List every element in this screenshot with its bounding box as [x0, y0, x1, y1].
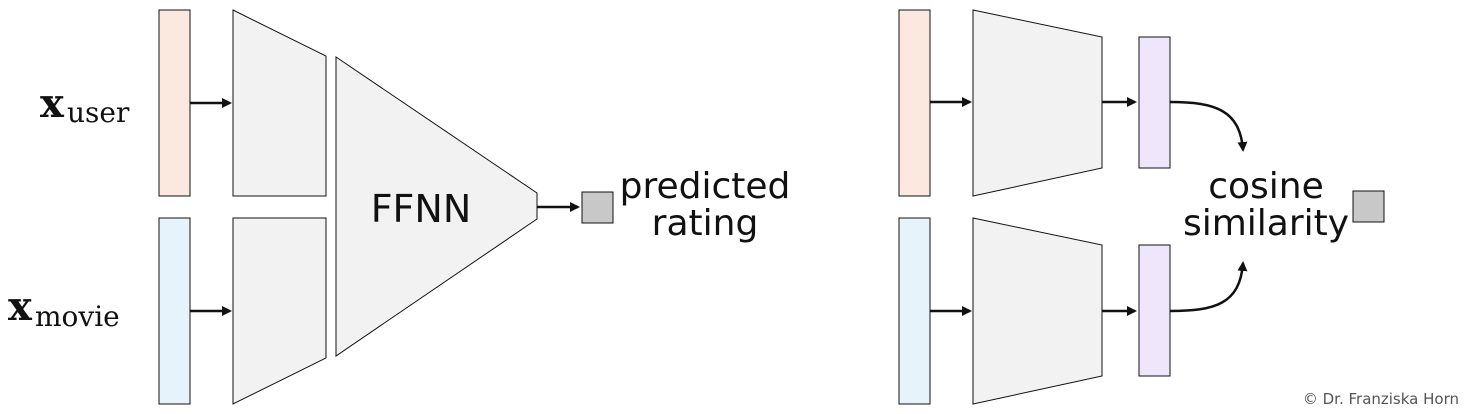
cosine-similarity-box	[1352, 190, 1385, 223]
user-similarity-arrow	[1169, 100, 1248, 152]
predicted-rating-box	[581, 191, 614, 224]
user-embedding-vector	[1138, 36, 1171, 169]
user-first-layer	[232, 9, 327, 197]
predicted-rating-label-line2: rating	[652, 203, 759, 244]
movie-embedding-vector	[1138, 244, 1171, 377]
movie-first-layer	[232, 217, 327, 405]
ffnn-label: FFNN	[371, 187, 472, 231]
movie-input-vector	[158, 217, 191, 405]
copyright-text: © Dr. Franziska Horn	[1303, 390, 1459, 408]
user-input-subscript: user	[67, 96, 130, 129]
tower-user-input-vector	[898, 9, 931, 197]
ffnn-block	[335, 56, 538, 357]
tower-movie-input-vector	[898, 217, 931, 405]
cosine-similarity-label-line1: cosine	[1208, 166, 1324, 207]
user-input-vector	[158, 9, 191, 197]
cosine-similarity-label-line2: similarity	[1183, 203, 1349, 244]
user-tower-encoder	[972, 9, 1103, 197]
movie-input-subscript: movie	[35, 300, 120, 333]
user-input-label: x	[40, 80, 65, 127]
movie-similarity-arrow	[1169, 261, 1248, 313]
movie-input-label: x	[8, 283, 33, 330]
movie-tower-encoder	[972, 217, 1103, 405]
predicted-rating-label-line1: predicted	[620, 166, 791, 207]
